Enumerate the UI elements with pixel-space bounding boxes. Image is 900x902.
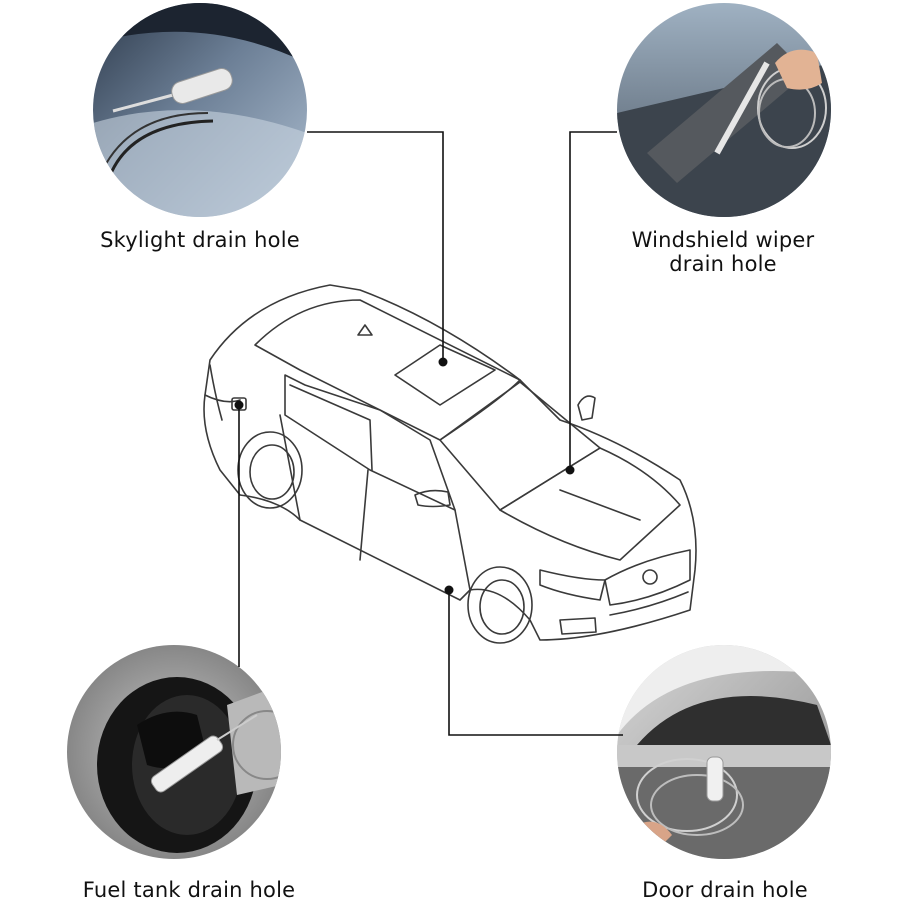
skylight-drain-photo-icon: [93, 3, 307, 217]
windshield-wiper-caption-line-1: Windshield wiper: [631, 228, 815, 252]
fuel-tank-drain-caption: Fuel tank drain hole: [82, 878, 296, 902]
skylight-drain-caption: Skylight drain hole: [100, 228, 300, 252]
windshield-wiper-drain-photo-icon: [617, 3, 831, 217]
windshield-wiper-drain-caption: Windshield wiper drain hole: [608, 228, 838, 276]
door-drain-photo-icon: [617, 645, 831, 859]
fuel-tank-drain-photo-icon: [67, 645, 281, 859]
door-drain-caption: Door drain hole: [642, 878, 808, 902]
windshield-wiper-caption-line-2: drain hole: [669, 252, 777, 276]
